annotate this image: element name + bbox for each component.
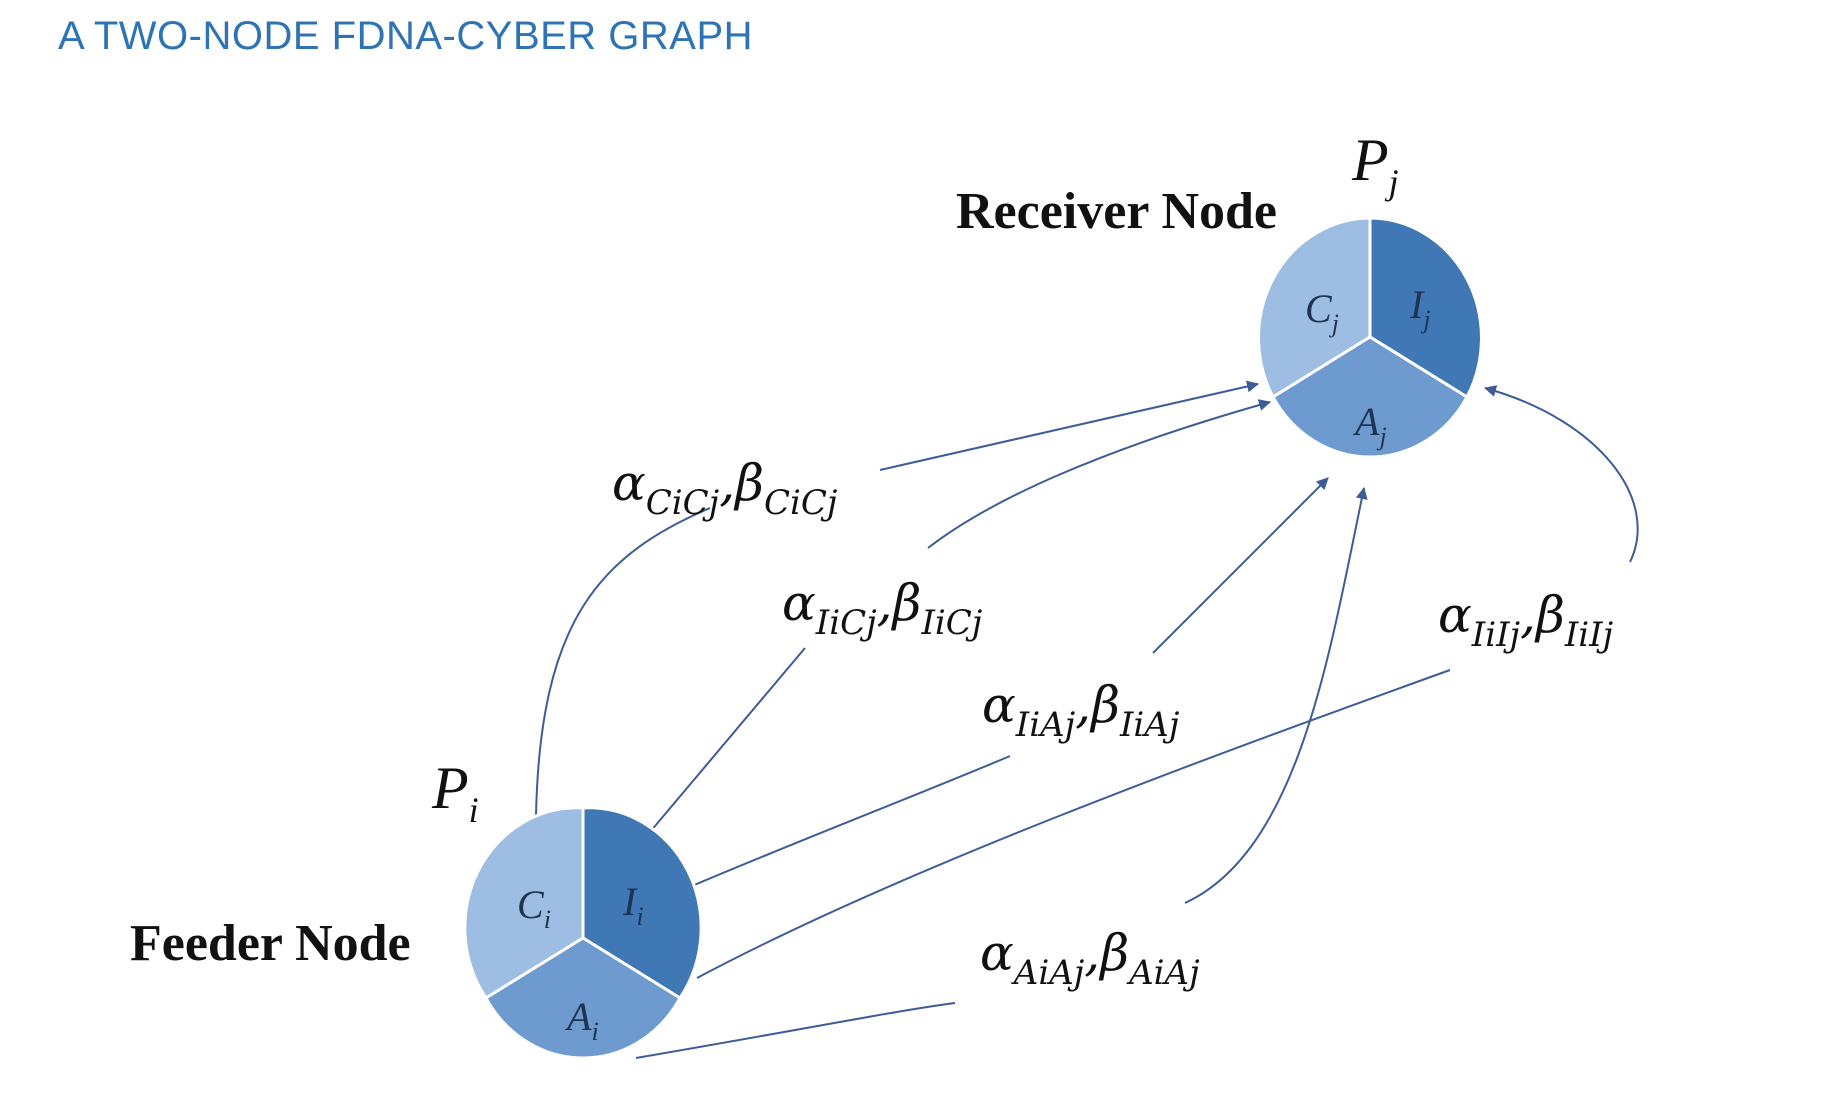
receiver-c-label: Cj [1305,286,1339,338]
receiver-node-label: Receiver Node [956,183,1277,240]
receiver-availability-segment [1271,335,1469,459]
page-title: A TWO-NODE FDNA-CYBER GRAPH [58,14,754,58]
edge-ii-aj [691,478,1328,887]
feeder-node: Ci Ii Ai [463,806,703,1060]
feeder-i-label: Ii [622,879,644,931]
feeder-confidentiality-segment [463,806,585,1001]
edges [535,384,1639,1059]
edge-label-ai-aj: αAiAj,βAiAj [980,924,1200,993]
receiver-integrity-segment [1368,216,1483,400]
receiver-confidentiality-segment [1257,216,1372,400]
edge-ii-ij [696,388,1639,979]
feeder-integrity-segment [581,806,703,1001]
edge-label-ii-cj: αIiCj,βIiCj [782,574,983,643]
edge-label-ci-cj: αCiCj,βCiCj [612,454,838,523]
edge-ci-cj [535,384,1258,817]
receiver-i-label: Ij [1409,282,1431,334]
edge-ii-cj [649,402,1270,833]
edge-label-ii-ij: αIiIj,βIiIj [1438,586,1614,655]
receiver-a-label: Aj [1352,399,1387,451]
receiver-p-label: Pj [1351,127,1399,202]
receiver-node: Cj Ij Aj [1257,216,1483,459]
edge-ai-aj [635,488,1364,1059]
feeder-availability-segment [484,936,682,1060]
feeder-a-label: Ai [564,994,599,1046]
feeder-node-label: Feeder Node [130,915,411,972]
feeder-p-label: Pi [431,755,479,830]
feeder-c-label: Ci [517,882,551,934]
edge-label-ii-aj: αIiAj,βIiAj [982,676,1180,745]
